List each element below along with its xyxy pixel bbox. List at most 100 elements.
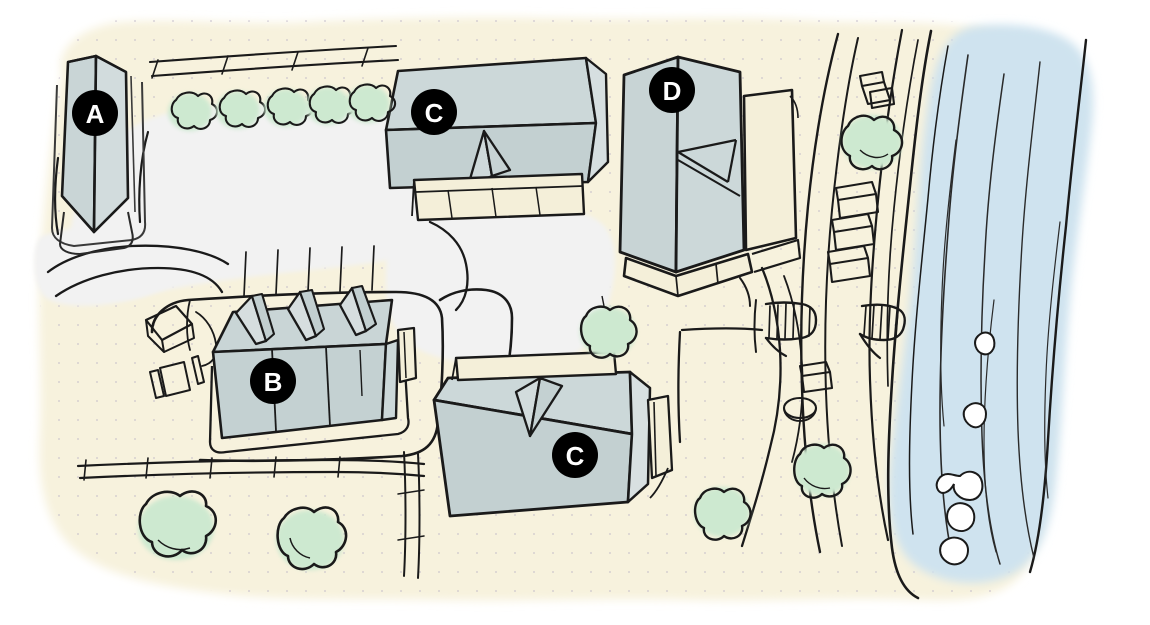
building-c-south-annexe-line bbox=[653, 401, 657, 477]
tree-outline bbox=[348, 83, 397, 122]
building-d-east-wing bbox=[742, 88, 798, 252]
stairs-lower bbox=[858, 303, 906, 360]
north-street-tick bbox=[361, 47, 369, 67]
plaza-tree-south bbox=[693, 487, 752, 541]
marker-c-south[interactable]: C bbox=[552, 432, 598, 478]
bench bbox=[858, 70, 892, 106]
round-planter-base bbox=[783, 407, 817, 422]
west-kerb bbox=[138, 130, 150, 224]
plaza-tree bbox=[579, 295, 638, 359]
tree-wash bbox=[264, 89, 308, 127]
south-street-vertical bbox=[403, 451, 407, 577]
building-c-north-gable-east bbox=[584, 56, 610, 184]
south-street-tick bbox=[337, 456, 341, 478]
parking-stall-line bbox=[275, 249, 279, 295]
marker-d[interactable]: D bbox=[649, 67, 695, 113]
bench bbox=[826, 244, 872, 284]
marker-b[interactable]: B bbox=[250, 358, 296, 404]
tree-inner-line bbox=[157, 539, 191, 551]
stair-tread bbox=[792, 303, 795, 339]
building-a-roof-ridge bbox=[92, 55, 98, 233]
bench-seat bbox=[828, 256, 872, 284]
building-a-base-apron bbox=[61, 195, 129, 234]
street-tree bbox=[346, 83, 397, 123]
building-d[interactable] bbox=[618, 55, 802, 298]
yard-crate-side2 bbox=[163, 323, 195, 353]
building-c-north[interactable] bbox=[384, 56, 610, 222]
building-c-south[interactable] bbox=[432, 350, 674, 518]
building-a-base-slab bbox=[59, 211, 134, 255]
building-c-south-annexe bbox=[646, 394, 674, 480]
bench-back bbox=[830, 212, 873, 233]
building-c-north-plinth-bay bbox=[447, 189, 453, 219]
riverside-path-east-inner bbox=[886, 39, 919, 387]
building-b-sawtooth-3b bbox=[350, 284, 378, 333]
building-b-annexe-line bbox=[403, 331, 407, 379]
building-c-south-dormer-ridge bbox=[529, 377, 541, 438]
building-d-facet bbox=[677, 138, 737, 154]
building-c-south-north-shed-end bbox=[451, 357, 457, 381]
marker-circle[interactable] bbox=[250, 358, 296, 404]
parking-stall-line bbox=[371, 245, 375, 291]
stairs-stringer bbox=[858, 303, 906, 342]
north-street-edge bbox=[148, 44, 398, 64]
building-b-wall-joint bbox=[359, 349, 363, 397]
marker-letter: D bbox=[663, 76, 682, 106]
tree-outline bbox=[579, 305, 638, 359]
river-rock bbox=[962, 402, 988, 429]
building-d-plinth-joint bbox=[675, 275, 679, 297]
street-tree bbox=[168, 91, 219, 131]
marker-circle[interactable] bbox=[552, 432, 598, 478]
tree-outline bbox=[793, 443, 852, 499]
building-b-east-end bbox=[380, 338, 400, 422]
bench-seat bbox=[800, 370, 834, 394]
river-bank-east bbox=[1028, 38, 1088, 574]
bench-back bbox=[834, 180, 877, 201]
building-d-facet bbox=[677, 151, 729, 183]
yard-objects bbox=[144, 304, 205, 399]
building-c-north-plinth-end bbox=[411, 179, 415, 217]
building-c-north-dormer-ridge bbox=[483, 130, 493, 179]
tree-outline bbox=[693, 487, 752, 541]
marker-letter: A bbox=[86, 99, 105, 129]
marker-layer[interactable]: A C D B C bbox=[72, 67, 695, 478]
river-flow-line bbox=[1016, 61, 1041, 559]
street-tree bbox=[216, 89, 267, 129]
river-bank-west-inner bbox=[908, 45, 949, 535]
riverside-tree bbox=[840, 114, 904, 171]
forecourt-edge bbox=[680, 327, 764, 332]
vegetation bbox=[138, 83, 904, 571]
forecourt-step-edge bbox=[739, 277, 751, 307]
riverside-path-east-outer bbox=[868, 28, 904, 542]
north-street-edge bbox=[150, 58, 400, 78]
parking-stall-line bbox=[339, 246, 343, 292]
north-street-tick bbox=[221, 55, 229, 75]
bench-seat bbox=[832, 224, 876, 252]
bench-seat bbox=[836, 192, 880, 220]
stair-tread bbox=[887, 305, 891, 340]
marker-circle[interactable] bbox=[411, 89, 457, 135]
plaza-east-walk bbox=[740, 266, 782, 548]
building-d-east-wing-line bbox=[789, 95, 799, 119]
tree-outline bbox=[840, 114, 904, 171]
west-plaza-edge bbox=[53, 156, 60, 236]
marker-circle[interactable] bbox=[649, 67, 695, 113]
stair-tread bbox=[863, 305, 867, 336]
forecourt-edge bbox=[677, 330, 682, 444]
south-street-edge bbox=[76, 458, 426, 468]
building-c-north-plinth bbox=[412, 172, 586, 222]
river-rock bbox=[974, 331, 996, 356]
building-d-plinth-east bbox=[751, 238, 802, 274]
plaza-east-walk-inner bbox=[783, 275, 804, 463]
marker-a[interactable]: A bbox=[72, 90, 118, 136]
bench-back bbox=[826, 244, 869, 265]
building-c-north-plinth-top bbox=[415, 185, 584, 193]
stairs-upper bbox=[764, 301, 818, 358]
forecourt-edge bbox=[753, 299, 757, 353]
south-street-tick bbox=[83, 459, 87, 481]
marker-c-north[interactable]: C bbox=[411, 89, 457, 135]
tree-outline bbox=[266, 87, 315, 126]
marker-circle[interactable] bbox=[72, 90, 118, 136]
building-c-south-north-shed bbox=[454, 350, 618, 382]
building-d-facet bbox=[677, 159, 741, 197]
